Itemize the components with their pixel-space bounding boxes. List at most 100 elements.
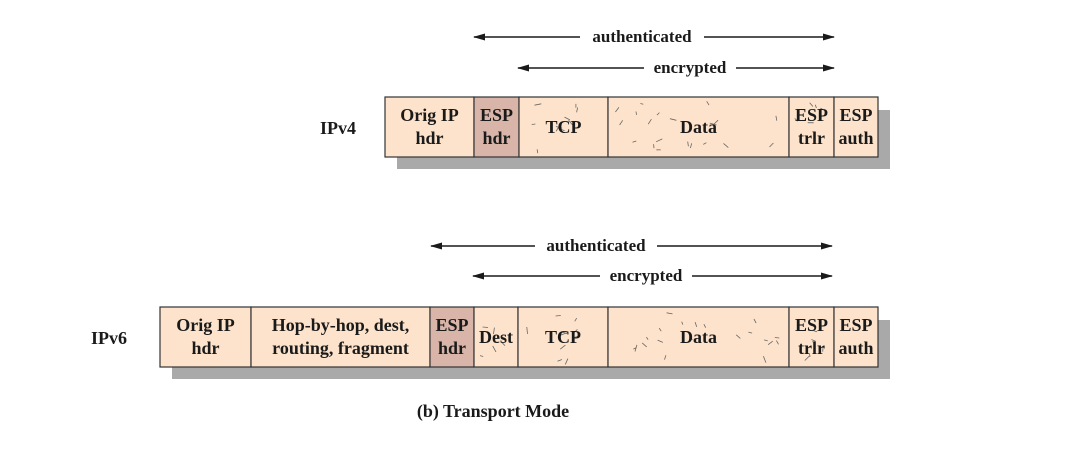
ipv4-speckle <box>769 142 774 148</box>
ipv4-speckle <box>619 120 624 126</box>
ipv6-row-label: IPv6 <box>91 328 127 348</box>
ipv4-field-orig-ip-hdr-box <box>384 96 475 158</box>
ipv6-field-tcp: TCP <box>517 306 609 368</box>
ipv6-field-data-texture <box>633 312 780 363</box>
figure-caption: (b) Transport Mode <box>417 401 569 422</box>
ipv4-field-esp-trlr-box <box>788 96 835 158</box>
ipv4-field-tcp-box <box>518 96 609 158</box>
ipv6-field-esp-hdr-label: hdr <box>438 338 466 358</box>
ipv6-field-data: Data <box>607 306 790 368</box>
ipv4-speckle <box>534 103 542 106</box>
ipv6-field-data-label: Data <box>680 327 717 347</box>
ipv6-field-esp-auth-label: auth <box>838 338 873 358</box>
ipv6-field-esp-hdr: ESP hdr <box>429 306 475 368</box>
ipv4-field-esp-hdr-label: hdr <box>482 128 510 148</box>
ipv4-speckle <box>820 107 824 110</box>
ipv6-packet: Orig IP hdr Hop-by-hop, dest,routing, frag… <box>159 306 879 368</box>
ipv6-field-ext-hdrs: Hop-by-hop, dest,routing, fragment <box>250 306 431 368</box>
ipv4-speckle <box>775 115 778 121</box>
ipv4-speckle <box>536 149 539 154</box>
ipv6-field-orig-ip-hdr-label: Orig IP <box>176 315 235 335</box>
ipv6-speckle <box>574 317 578 322</box>
ipv6-field-esp-trlr-label: trlr <box>798 338 825 358</box>
ipv6-field-esp-auth-box <box>833 306 879 368</box>
ipv4-field-esp-auth-box <box>833 96 879 158</box>
ipv6-speckle <box>646 336 649 340</box>
ipv6-speckle <box>666 312 673 315</box>
ipv4-speckle <box>669 118 677 121</box>
ipv4-speckle <box>635 111 637 115</box>
ipv4-speckle <box>531 123 536 125</box>
ipv4-speckle <box>809 102 814 107</box>
ipv6-speckle <box>658 327 662 332</box>
ipv4-field-esp-trlr-label: trlr <box>798 128 825 148</box>
ipv6-speckle <box>735 334 741 339</box>
ipv6-speckle <box>641 342 647 348</box>
ipv6-field-esp-trlr-label: ESP <box>795 315 828 335</box>
ipv6-speckle <box>557 359 563 362</box>
ipv6-field-ext-hdrs-label: Hop-by-hop, dest, <box>272 315 410 335</box>
ipv6-field-orig-ip-hdr: Orig IP hdr <box>159 306 252 368</box>
ipv4-row-label: IPv4 <box>320 118 356 138</box>
ipv4-speckle <box>794 118 799 122</box>
ipv4-field-tcp: TCP <box>518 96 609 158</box>
ipv6-speckle <box>501 342 506 346</box>
ipv6-speckle <box>555 315 561 317</box>
ipv4-speckle <box>687 141 689 147</box>
ipv6-speckle <box>809 353 811 357</box>
ipv6-speckle <box>748 331 753 334</box>
ipv4-field-esp-trlr-texture <box>794 102 824 124</box>
ipv4-field-tcp-label: TCP <box>546 117 582 137</box>
ipv6-speckle <box>560 332 567 336</box>
ipv6-speckle <box>664 355 667 360</box>
ipv4-speckle <box>706 101 710 106</box>
ipv6-encrypted-label: encrypted <box>610 266 683 285</box>
ipv4-speckle <box>568 119 573 126</box>
ipv6-speckle <box>493 327 495 335</box>
ipv6-speckle <box>657 339 664 343</box>
ipv6-section: IPv6 authenticated encrypted Orig IPhdrH… <box>91 236 890 379</box>
ipv4-field-tcp-texture <box>531 103 578 154</box>
ipv6-speckle <box>689 338 693 341</box>
ipv4-field-data-label: Data <box>680 117 717 137</box>
ipv6-speckle <box>559 344 566 350</box>
ipv6-speckle <box>767 340 773 346</box>
ipv6-speckle <box>763 356 767 363</box>
ipv6-field-orig-ip-hdr-label: hdr <box>191 338 219 358</box>
ipv4-speckle <box>655 138 663 143</box>
ipv6-field-esp-hdr-label: ESP <box>435 315 468 335</box>
ipv6-field-tcp-label: TCP <box>545 327 581 347</box>
ipv4-speckle <box>703 142 707 145</box>
ipv6-speckle <box>479 355 484 357</box>
ipv6-field-esp-trlr-texture <box>804 330 824 361</box>
ipv6-speckle <box>572 329 578 334</box>
ipv6-field-dest-label: Dest <box>479 327 513 347</box>
ipv4-speckle <box>814 104 817 109</box>
ipv6-speckle <box>703 324 707 328</box>
ipv4-field-esp-trlr-label: ESP <box>795 105 828 125</box>
ipv6-encrypted-span: encrypted <box>472 266 833 285</box>
ipv6-field-esp-hdr-box <box>429 306 475 368</box>
ipv4-field-esp-trlr: ESP trlr <box>788 96 835 158</box>
ipv4-field-orig-ip-hdr-label: hdr <box>415 128 443 148</box>
ipv6-speckle <box>811 339 816 342</box>
ipv4-speckle <box>576 107 578 113</box>
ipv4-authenticated-span: authenticated <box>473 27 835 46</box>
ipv4-encrypted-label: encrypted <box>654 58 727 77</box>
ipv6-field-data-box <box>607 306 790 368</box>
ipv6-speckle <box>776 340 779 345</box>
ipv6-speckle <box>573 335 579 339</box>
ipv4-field-esp-hdr-label: ESP <box>480 105 513 125</box>
ipv4-speckle <box>709 122 717 126</box>
ipv4-encrypted-span: encrypted <box>517 58 835 77</box>
ipv6-speckle <box>774 337 780 339</box>
ipv6-field-ext-hdrs-box <box>250 306 431 368</box>
ipv6-field-orig-ip-hdr-box <box>159 306 252 368</box>
ipv4-speckle <box>555 127 559 132</box>
ipv4-speckle <box>632 140 637 143</box>
ipv6-speckle <box>804 355 810 361</box>
